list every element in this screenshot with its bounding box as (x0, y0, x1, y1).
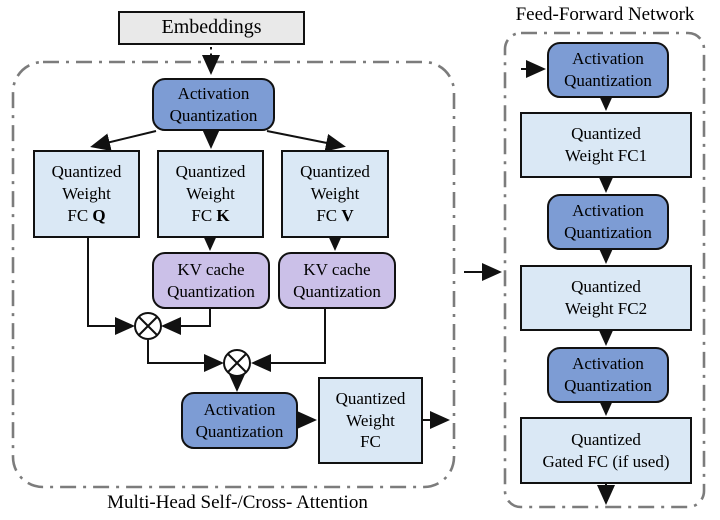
box-label: Quantization (167, 281, 255, 301)
ffn-title: Feed-Forward Network (515, 4, 695, 25)
ffn-group-border (503, 31, 706, 509)
box-label: Weight FC1 (564, 146, 648, 165)
arrow-aq-to-fcv (266, 130, 346, 152)
box-label: Weight FC2 (564, 299, 648, 318)
arrow-kvk-to-mul1 (161, 309, 211, 335)
v-letter: V (341, 205, 354, 225)
box-label: Quantized (175, 162, 246, 182)
box-label: KV cache (177, 259, 245, 279)
box-label: FC Q (67, 205, 106, 225)
arrow-mul1-to-mul2 (147, 340, 224, 372)
kv-cache-quantization-v-box: KV cache Quantization (278, 252, 396, 309)
box-label: FC K (191, 205, 230, 225)
attention-group-border (11, 60, 456, 489)
box-label: FC V (316, 205, 354, 225)
quantized-weight-fc1-box: Quantized Weight FC1 (520, 112, 692, 178)
box-label: Activation (572, 49, 644, 69)
box-label: Weight (186, 184, 235, 204)
box-label: Activation (572, 201, 644, 221)
attention-caption: Multi-Head Self-/Cross- Attention (107, 492, 368, 513)
box-label: Quantization (564, 376, 652, 395)
multiply-icon (134, 312, 162, 340)
q-letter: Q (92, 205, 106, 225)
box-label: Quantized (571, 277, 641, 297)
box-label: Activation (203, 399, 276, 419)
box-label: Quantized (51, 162, 122, 182)
embeddings-label: Embeddings (161, 16, 262, 39)
box-label: Quantized (571, 124, 641, 144)
quantized-weight-fc2-box: Quantized Weight FC2 (520, 265, 692, 331)
ffn-activation-quantization-1-box: Activation Quantization (547, 42, 669, 98)
arrow-fcq-to-mul1 (87, 238, 135, 335)
box-label: Quantized (300, 162, 370, 182)
ffn-activation-quantization-2-box: Activation Quantization (547, 194, 669, 250)
box-label: KV cache (303, 259, 371, 279)
box-label: Quantization (195, 421, 284, 441)
box-label: Quantized (571, 429, 641, 449)
box-label: Quantization (293, 281, 381, 301)
activation-quantization-out-box: Activation Quantization (181, 392, 298, 449)
box-label: Quantized (335, 388, 406, 408)
k-letter: K (216, 205, 230, 225)
box-label: FC (360, 432, 381, 452)
quantized-weight-fc-q-box: Quantized Weight FC Q (33, 150, 140, 238)
arrow-kvv-to-mul2 (251, 309, 326, 372)
embeddings-box: Embeddings (118, 11, 305, 45)
quantized-weight-fc-out-box: Quantized Weight FC (318, 377, 423, 464)
box-label: Gated FC (if used) (542, 451, 670, 471)
quantized-weight-fc-k-box: Quantized Weight FC K (157, 150, 264, 238)
arrow-aq-to-fcq (90, 130, 157, 151)
quantized-weight-fc-v-box: Quantized Weight FC V (281, 150, 389, 238)
box-label: Weight (310, 184, 360, 204)
quantized-gated-fc-box: Quantized Gated FC (if used) (520, 417, 692, 484)
box-label: Quantization (564, 71, 652, 90)
multiply-icon (223, 349, 251, 377)
box-label: Weight (346, 410, 395, 430)
ffn-activation-quantization-3-box: Activation Quantization (547, 347, 669, 403)
box-label: Activation (177, 83, 250, 103)
box-label: Quantization (564, 223, 652, 242)
kv-cache-quantization-k-box: KV cache Quantization (152, 252, 270, 309)
activation-quantization-box: Activation Quantization (152, 78, 275, 131)
box-label: Activation (572, 354, 644, 374)
box-label: Quantization (169, 105, 258, 125)
box-label: Weight (62, 184, 111, 204)
